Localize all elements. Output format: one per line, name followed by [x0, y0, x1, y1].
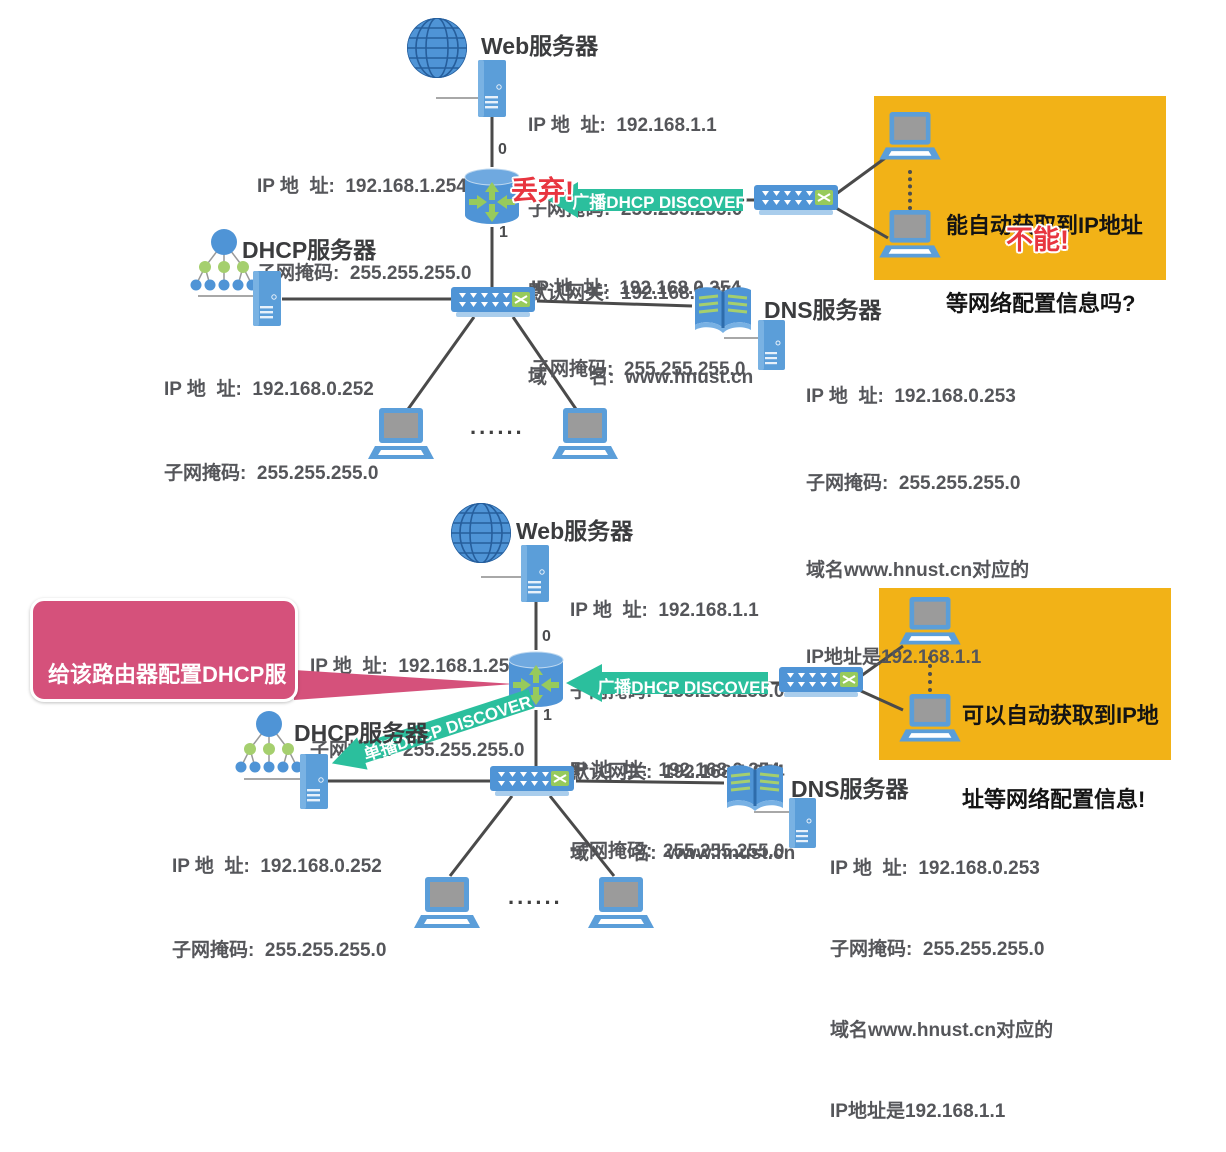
switch-icon — [451, 287, 535, 317]
server-icon — [478, 60, 506, 117]
broadcast-arrow-label: 广播DHCP DISCOVER — [572, 192, 748, 212]
info-line: IP 地 址: 192.168.1.1 — [528, 115, 717, 136]
info-line: 子网掩码: 255.255.255.0 — [570, 841, 785, 862]
laptop-icon — [899, 597, 961, 645]
info-line: IP 地 址: 192.168.0.252 — [172, 856, 382, 877]
router-port0-info: IP 地 址: 192.168.1.254 子网掩码: 255.255.255.… — [257, 114, 471, 317]
router-port-0: 0 — [498, 141, 507, 158]
dns-book-icon — [695, 287, 751, 333]
dns-server-title: DNS服务器 — [791, 776, 909, 802]
info-line: IP地址是192.168.1.1 — [830, 1101, 1006, 1122]
info-line: 子网掩码: 255.255.255.0 — [830, 939, 1045, 960]
info-line: 子网掩码: 255.255.255.0 — [172, 940, 387, 961]
dns-server-info: IP 地 址: 192.168.0.253 子网掩码: 255.255.255.… — [806, 324, 1029, 701]
router-icon — [464, 168, 520, 224]
laptop-icon — [879, 112, 941, 160]
web-server-title: Web服务器 — [481, 33, 599, 59]
laptop-icon — [368, 408, 434, 459]
broadcast-arrow — [566, 664, 768, 702]
dhcp-relay-callout: 给该路由器配置DHCP服 务器的IP地址并使之成为 DHCP中继代理! — [30, 598, 298, 843]
laptop-icon — [899, 694, 961, 742]
web-server-title: Web服务器 — [516, 518, 634, 544]
laptop-icon — [414, 877, 480, 928]
broadcast-arrow — [548, 182, 743, 218]
dotted-connector — [908, 170, 912, 210]
router-port-1: 1 — [543, 707, 552, 724]
switch-icon — [754, 185, 838, 215]
callout-line-3: DHCP中继代理! — [48, 818, 206, 843]
globe-icon — [407, 18, 467, 78]
info-line: 域名www.hnust.cn对应的 — [830, 1020, 1054, 1041]
laptop-icon — [552, 408, 618, 459]
answer-line-1: 可以自动获取到IP地 — [962, 703, 1159, 728]
server-icon — [300, 754, 328, 809]
dns-book-icon — [727, 765, 783, 811]
info-line: IP地址是192.168.1.1 — [806, 647, 982, 668]
dhcp-server-info: IP 地 址: 192.168.0.252 子网掩码: 255.255.255.… — [164, 320, 378, 516]
info-line: IP 地 址: 192.168.1.254 — [310, 656, 520, 677]
unicast-arrow-shape — [331, 688, 535, 770]
dhcp-tree-icon — [235, 711, 303, 773]
question-line-2: 等网络配置信息吗? — [946, 291, 1136, 316]
switch-icon — [490, 766, 574, 796]
info-line: 域 名: www.hnust.cn — [570, 843, 796, 864]
info-line: IP 地 址: 192.168.1.1 — [570, 600, 759, 621]
info-line: IP 地 址: 192.168.0.253 — [806, 386, 1016, 407]
answer-cannot-label: 不能! — [1006, 225, 1069, 255]
laptop-icon — [879, 210, 941, 258]
more-hosts-ellipsis: ...... — [470, 414, 525, 439]
server-icon — [521, 545, 549, 602]
dotted-connector — [928, 656, 932, 692]
info-line: IP 地 址: 192.168.0.253 — [830, 858, 1040, 879]
dhcp-server-info: IP 地 址: 192.168.0.252 子网掩码: 255.255.255.… — [172, 797, 386, 993]
dns-server-title: DNS服务器 — [764, 297, 882, 323]
info-line: 子网掩码: 255.255.255.0 — [164, 463, 379, 484]
router-port-1: 1 — [499, 224, 508, 241]
switch-icon — [779, 667, 863, 697]
globe-icon — [451, 503, 511, 563]
info-line: 子网掩码: 255.255.255.0 — [531, 359, 746, 380]
discard-label: 丢弃! — [511, 176, 574, 206]
more-hosts-ellipsis: ...... — [508, 884, 563, 909]
dhcp-tree-icon — [190, 229, 258, 291]
server-icon — [758, 320, 785, 370]
callout-tail — [294, 670, 514, 700]
info-line: 域名www.hnust.cn对应的 — [806, 560, 1030, 581]
info-line: IP 地 址: 192.168.0.252 — [164, 379, 374, 400]
broadcast-arrow-label: 广播DHCP DISCOVER — [597, 677, 773, 697]
network-diagram-page: { "top": { "web": { "title": "Web服务器", "… — [30, 18, 1171, 1122]
question-line-1: 能自动获取到IP地址 — [946, 213, 1143, 238]
server-icon — [253, 271, 281, 326]
dhcp-server-title: DHCP服务器 — [294, 720, 429, 746]
answer-line-2: 址等网络配置信息! — [962, 787, 1146, 812]
dhcp-server-title: DHCP服务器 — [242, 237, 377, 263]
unicast-arrow: 单播DHCP DISCOVER — [324, 679, 540, 783]
dns-server-info: IP 地 址: 192.168.0.253 子网掩码: 255.255.255.… — [830, 801, 1053, 1152]
info-line: 子网掩码: 255.255.255.0 — [806, 473, 1021, 494]
laptop-icon — [588, 877, 654, 928]
info-line: 域 名: www.hnust.cn — [528, 367, 754, 388]
server-icon — [789, 798, 816, 848]
info-line: IP 地 址: 192.168.1.254 — [257, 176, 467, 197]
callout-line-1: 给该路由器配置DHCP服 — [48, 662, 287, 687]
router-port-0: 0 — [542, 628, 551, 645]
